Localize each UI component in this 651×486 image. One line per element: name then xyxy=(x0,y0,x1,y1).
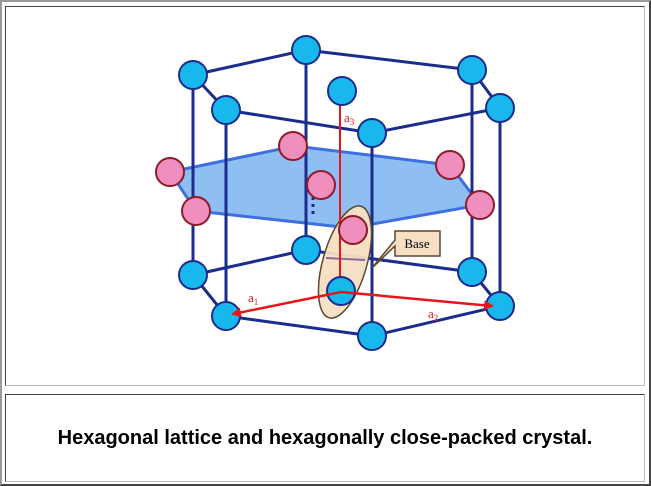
base-ellipse-diameter xyxy=(325,257,366,261)
lattice-atoms xyxy=(178,35,515,351)
figure-caption: Hexagonal lattice and hexagonally close-… xyxy=(57,426,593,449)
a2-vector xyxy=(340,290,494,311)
lattice-atom xyxy=(178,260,208,290)
a1-vector xyxy=(231,290,342,318)
lattice-atom xyxy=(327,76,357,106)
interior-atom xyxy=(338,215,368,245)
lattice-atom xyxy=(211,301,241,331)
interior-atom xyxy=(181,196,211,226)
a2-label: a2 xyxy=(428,306,438,323)
caption-cell: Hexagonal lattice and hexagonally close-… xyxy=(5,394,645,482)
lattice-atom xyxy=(357,118,387,148)
lattice-atom xyxy=(291,235,321,265)
a1-label: a1 xyxy=(248,290,258,307)
interior-atom xyxy=(465,190,495,220)
lattice-atom xyxy=(485,93,515,123)
interior-atom xyxy=(306,170,336,200)
base-callout: Base xyxy=(371,230,441,269)
lattice-atom xyxy=(457,257,487,287)
interior-atom xyxy=(435,150,465,180)
lattice-atom xyxy=(178,60,208,90)
lattice-atom xyxy=(457,55,487,85)
base-label: Base xyxy=(404,236,430,251)
figure-cell xyxy=(5,6,645,386)
lattice-atom xyxy=(357,321,387,351)
lattice-atom xyxy=(211,95,241,125)
interior-atoms xyxy=(155,131,495,245)
a3-label: a3 xyxy=(344,110,355,127)
interior-atom xyxy=(278,131,308,161)
lattice-atom xyxy=(326,276,356,306)
lattice-atom xyxy=(291,35,321,65)
interior-atom xyxy=(155,157,185,187)
